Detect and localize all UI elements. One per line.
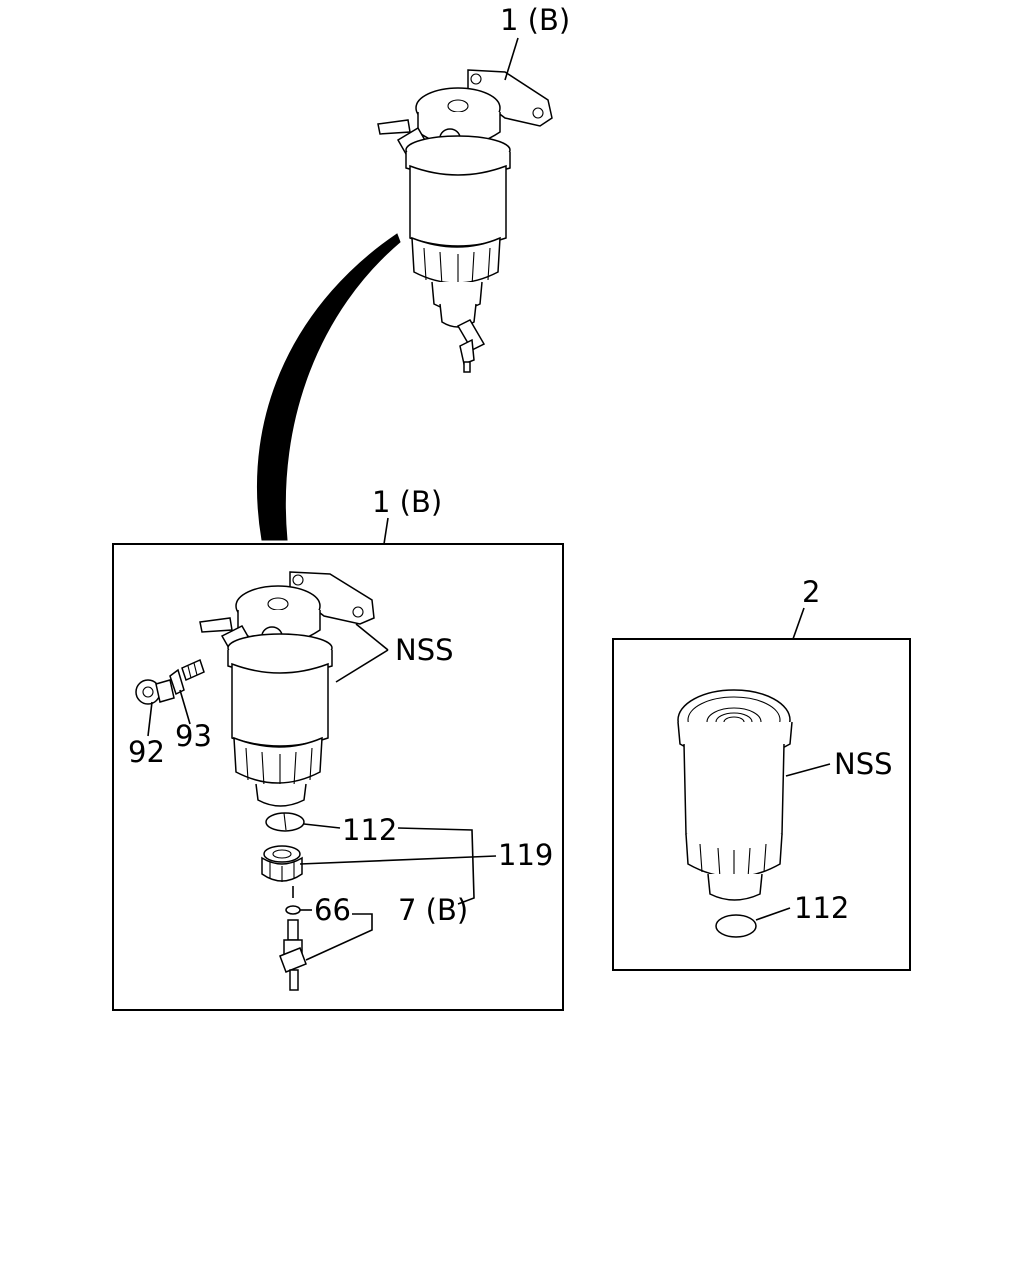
filter-element-2 — [677, 689, 793, 901]
leader-box-assembly — [383, 517, 389, 545]
leader-item-2 — [792, 607, 805, 640]
box-fuel-filter-assembly — [199, 571, 375, 807]
leader-right-nss — [785, 763, 831, 777]
label-box-assembly: 1 (B) — [372, 485, 442, 519]
label-92: 92 — [128, 735, 165, 769]
label-box-nss: NSS — [395, 633, 454, 667]
hose-connector-93 — [169, 658, 205, 696]
top-fuel-filter-assembly — [377, 69, 553, 373]
leader-top-assembly — [504, 37, 519, 81]
o-ring-66 — [285, 905, 301, 915]
label-top-assembly: 1 (B) — [500, 3, 570, 37]
filter-element-box — [612, 638, 911, 971]
label-112-left: 112 — [342, 813, 397, 847]
label-7b: 7 (B) — [398, 893, 468, 927]
leader-93 — [179, 689, 191, 725]
drain-cock — [279, 919, 307, 991]
leader-112-right — [755, 907, 791, 921]
leader-112-left — [303, 823, 341, 829]
eye-bolt-92 — [135, 679, 175, 705]
o-ring-112-right — [715, 914, 757, 938]
leader-box-nss-upper — [355, 623, 389, 651]
assembly-detail-box — [112, 543, 564, 1011]
leader-box-nss-lower — [335, 649, 389, 683]
label-112-right: 112 — [794, 891, 849, 925]
bracket-112-119-7b — [397, 827, 475, 905]
bracket-66-7b — [305, 913, 373, 961]
label-66: 66 — [314, 893, 351, 927]
leader-92 — [147, 701, 153, 737]
label-right-nss: NSS — [834, 747, 893, 781]
sensor-housing-119 — [261, 845, 303, 882]
label-93: 93 — [175, 719, 212, 753]
label-119: 119 — [498, 838, 553, 872]
detail-connector-arc — [256, 233, 401, 541]
o-ring-112-left — [265, 812, 305, 832]
label-item-2: 2 — [802, 575, 820, 609]
leader-119 — [299, 855, 497, 865]
